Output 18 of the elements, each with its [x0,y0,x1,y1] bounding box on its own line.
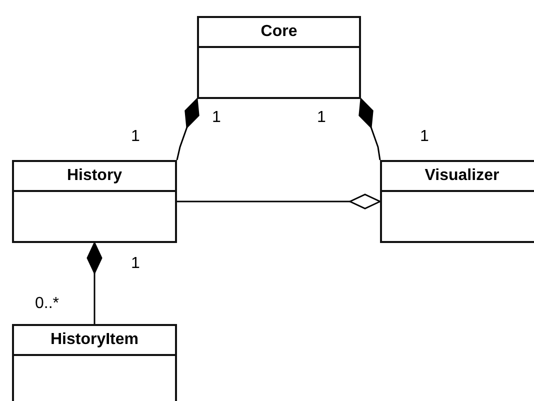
class-box [197,16,361,99]
multiplicity-label: 1 [420,128,429,146]
multiplicity-label: 1 [131,128,140,146]
class-box [12,324,177,401]
multiplicity-label: 1 [131,255,140,273]
class-name: HistoryItem [50,331,139,349]
class-name: History [66,167,122,185]
class-name: Core [260,23,298,41]
class-name: Visualizer [424,167,500,185]
multiplicity-label: 1 [212,109,221,127]
composition-line [358,98,381,160]
composition-line [176,98,200,160]
composition-line [86,242,102,324]
class-box [380,160,534,243]
multiplicity-label: 0..* [35,295,60,313]
class-box [12,160,177,243]
multiplicity-label: 1 [317,109,326,127]
aggregation-line [177,194,381,210]
